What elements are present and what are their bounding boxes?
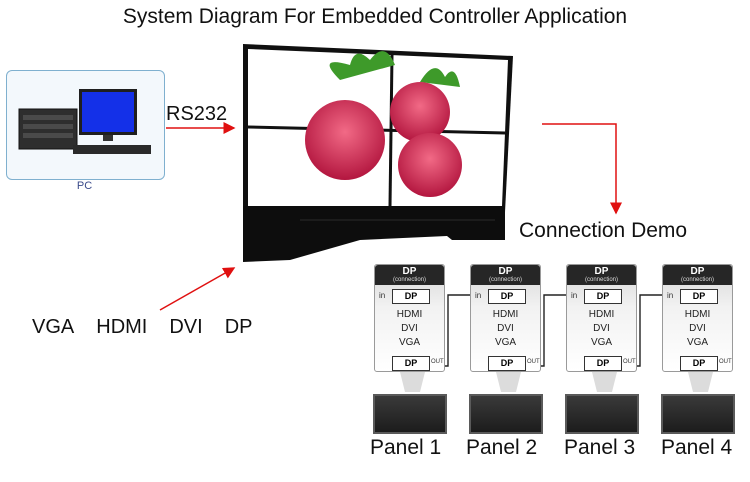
signal-dvi: DVI: [593, 323, 610, 334]
card-header-title: DP: [498, 266, 513, 277]
input-port: DP: [488, 289, 526, 304]
connection-arrow: [542, 123, 622, 215]
pc-label: PC: [76, 180, 93, 192]
converter-card: DP (connection) in DP HDMI DVI VGA DP OU…: [566, 264, 637, 372]
output-port: DP: [488, 356, 526, 371]
converter-card: DP (connection) in DP HDMI DVI VGA DP OU…: [662, 264, 733, 372]
input-formats: VGA HDMI DVI DP: [32, 316, 253, 339]
card-header-title: DP: [690, 266, 705, 277]
connection-demo-label: Connection Demo: [519, 219, 688, 242]
pc-illustration: [18, 89, 151, 154]
inputs-arrow: [159, 267, 236, 311]
output-port: DP: [392, 356, 430, 371]
panel-label: Panel 1: [370, 436, 442, 459]
fruit-image: [305, 51, 462, 197]
out-tag: OUT: [719, 359, 732, 365]
in-tag: in: [667, 291, 674, 300]
input-port: DP: [584, 289, 622, 304]
converter-row: DP (connection) in DP HDMI DVI VGA DP OU…: [374, 264, 750, 374]
monitor-row: [371, 374, 750, 434]
diagram-title: System Diagram For Embedded Controller A…: [122, 5, 628, 28]
card-header: DP (connection): [663, 265, 732, 285]
card-header-sub: (connection): [488, 277, 523, 283]
monitor-icon: [469, 394, 543, 434]
signal-dvi: DVI: [497, 323, 514, 334]
signal-vga: VGA: [398, 337, 421, 348]
monitor-icon: [661, 394, 735, 434]
card-header-sub: (connection): [584, 277, 619, 283]
rs232-label: RS232: [166, 103, 228, 125]
signal-dvi: DVI: [401, 323, 418, 334]
panel-label: Panel 4: [661, 436, 733, 459]
signal-beams: [400, 372, 713, 392]
video-wall: [243, 44, 513, 262]
card-header-sub: (connection): [680, 277, 715, 283]
monitor-icon: [565, 394, 639, 434]
output-port: DP: [680, 356, 718, 371]
out-tag: OUT: [623, 359, 636, 365]
signal-dvi: DVI: [689, 323, 706, 334]
card-header: DP (connection): [471, 265, 540, 285]
signal-hdmi: HDMI: [492, 309, 519, 320]
output-port: DP: [584, 356, 622, 371]
out-tag: OUT: [527, 359, 540, 365]
input-hdmi: HDMI: [96, 316, 148, 338]
signal-hdmi: HDMI: [684, 309, 711, 320]
input-port: DP: [680, 289, 718, 304]
input-dvi: DVI: [169, 316, 203, 338]
panel-label: Panel 2: [466, 436, 538, 459]
out-tag: OUT: [431, 359, 444, 365]
card-header: DP (connection): [567, 265, 636, 285]
panel-label: Panel 3: [564, 436, 636, 459]
signal-vga: VGA: [686, 337, 709, 348]
card-header: DP (connection): [375, 265, 444, 285]
card-header-sub: (connection): [392, 277, 427, 283]
in-tag: in: [379, 291, 386, 300]
card-header-title: DP: [402, 266, 417, 277]
in-tag: in: [475, 291, 482, 300]
input-port: DP: [392, 289, 430, 304]
converter-card: DP (connection) in DP HDMI DVI VGA DP OU…: [470, 264, 541, 372]
signal-hdmi: HDMI: [396, 309, 423, 320]
in-tag: in: [571, 291, 578, 300]
signal-vga: VGA: [590, 337, 613, 348]
daisy-chain-cables: [444, 294, 664, 367]
monitor-icon: [373, 394, 447, 434]
card-header-title: DP: [594, 266, 609, 277]
input-dp: DP: [224, 316, 253, 338]
signal-vga: VGA: [494, 337, 517, 348]
panel-labels: Panel 1 Panel 2 Panel 3 Panel 4: [366, 436, 750, 466]
signal-hdmi: HDMI: [588, 309, 615, 320]
pc-box: [6, 70, 165, 180]
input-vga: VGA: [32, 316, 75, 338]
converter-card: DP (connection) in DP HDMI DVI VGA DP OU…: [374, 264, 445, 372]
